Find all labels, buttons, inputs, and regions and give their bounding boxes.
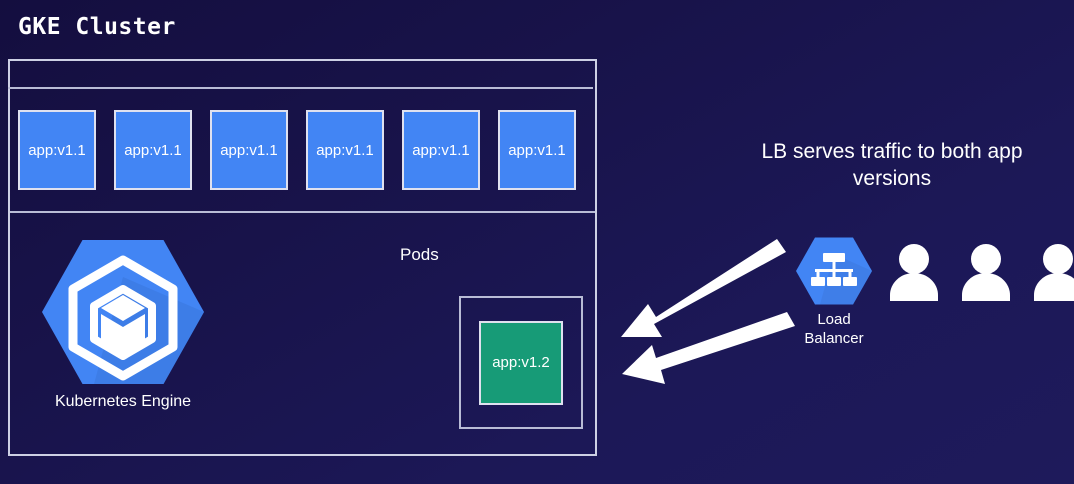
pod-v1-3[interactable]: app:v1.1 bbox=[210, 110, 288, 190]
page-title: GKE Cluster bbox=[18, 14, 176, 40]
kubernetes-engine-label: Kubernetes Engine bbox=[54, 393, 192, 410]
pod-v1-2[interactable]: app:v1.1 bbox=[114, 110, 192, 190]
load-balancer-label: Load Balancer bbox=[786, 310, 882, 348]
users-row bbox=[888, 243, 1074, 306]
kubernetes-engine-block[interactable]: Kubernetes Engine bbox=[28, 237, 218, 411]
pod-v1-6[interactable]: app:v1.1 bbox=[498, 110, 576, 190]
pod-v1-1[interactable]: app:v1.1 bbox=[18, 110, 96, 190]
lb-caption-line2: versions bbox=[852, 167, 932, 190]
pods-strip: app:v1.1 app:v1.1 app:v1.1 app:v1.1 app:… bbox=[10, 89, 595, 213]
load-balancer-block[interactable]: Load Balancer bbox=[786, 236, 882, 348]
pod-v1-5[interactable]: app:v1.1 bbox=[402, 110, 480, 190]
user-icon-2 bbox=[960, 243, 1012, 306]
load-balancer-icon bbox=[796, 236, 872, 306]
user-icon-3 bbox=[1032, 243, 1074, 306]
kubernetes-engine-icon bbox=[42, 237, 204, 387]
arrow-up-left bbox=[621, 239, 786, 337]
lb-caption-line1: LB serves traffic to both app bbox=[761, 140, 1023, 163]
pod-v2-container: app:v1.2 bbox=[459, 296, 583, 429]
lb-caption: LB serves traffic to both app versions bbox=[722, 138, 1062, 192]
user-icon-1 bbox=[888, 243, 940, 306]
load-balancer-label-line1: Load bbox=[817, 311, 851, 328]
node-header-strip bbox=[8, 61, 593, 89]
arrow-down-left bbox=[622, 312, 795, 384]
pod-v2[interactable]: app:v1.2 bbox=[479, 320, 563, 405]
pod-row: app:v1.1 app:v1.1 app:v1.1 app:v1.1 app:… bbox=[18, 110, 576, 190]
gke-cluster-box bbox=[8, 59, 597, 456]
cluster-lower-region: Kubernetes Engine Pods app:v1.2 bbox=[10, 215, 595, 454]
pod-v1-4[interactable]: app:v1.1 bbox=[306, 110, 384, 190]
load-balancer-label-line2: Balancer bbox=[804, 330, 864, 347]
pods-label: Pods bbox=[400, 245, 439, 264]
